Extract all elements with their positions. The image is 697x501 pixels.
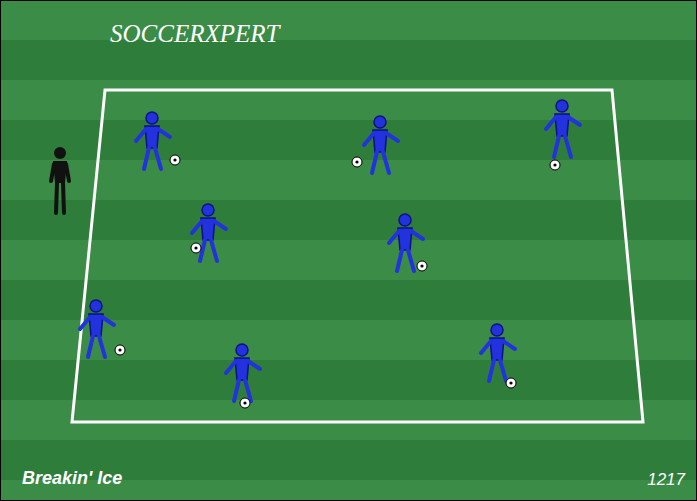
drill-number: 1217 xyxy=(647,470,685,490)
drill-caption: Breakin' Ice xyxy=(22,468,122,489)
brand-logo: SOCCERXPERT xyxy=(110,20,279,48)
